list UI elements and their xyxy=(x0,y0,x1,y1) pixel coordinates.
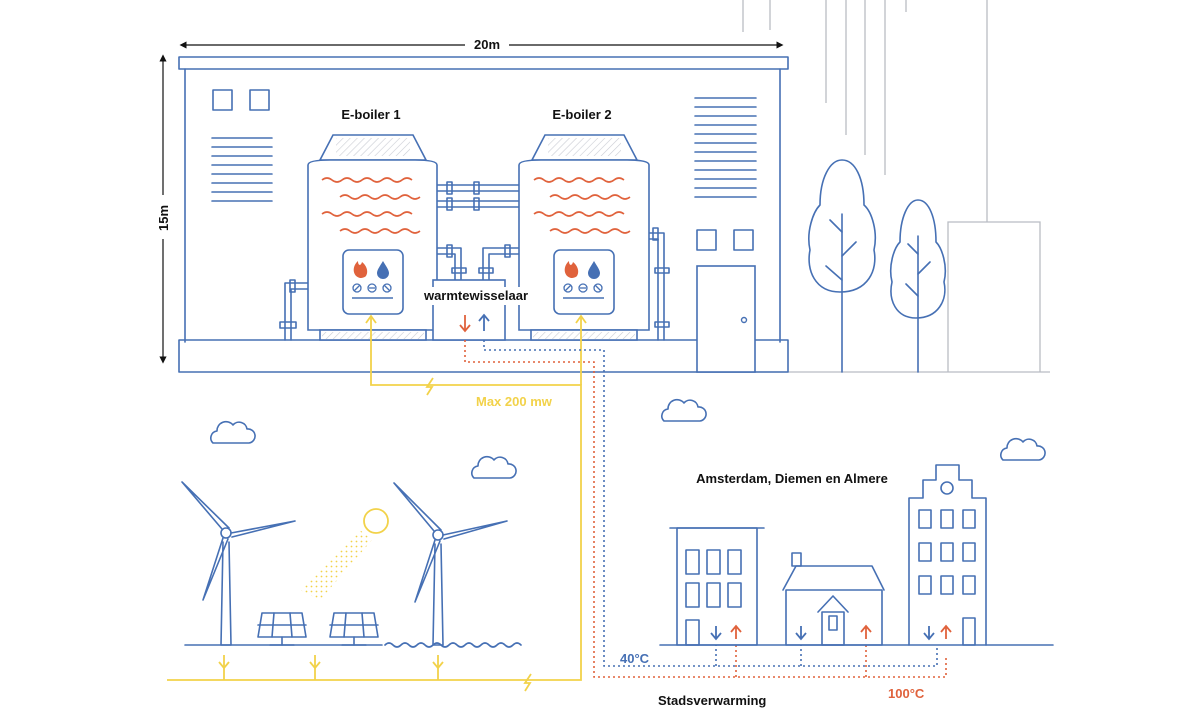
tree-icon xyxy=(889,199,947,373)
cloud-icon xyxy=(471,455,517,479)
house-left xyxy=(669,527,765,646)
cloud-icon xyxy=(1000,437,1046,461)
pipes xyxy=(279,181,670,341)
cold-temp-label: 40°C xyxy=(620,651,650,666)
arrow-up-icon xyxy=(478,313,490,331)
heat-exchanger-label: warmtewisselaar xyxy=(423,288,528,303)
arrow-down-icon xyxy=(459,315,471,333)
plant-building xyxy=(178,56,789,373)
heating-network: 40°C 100°C Stadsverwarming xyxy=(464,340,947,708)
heat-exchanger: warmtewisselaar xyxy=(419,279,533,341)
hot-temp-label: 100°C xyxy=(888,686,925,701)
boiler-1-control-panel xyxy=(342,249,404,315)
water-drop-icon xyxy=(377,261,389,279)
boiler-2-control-panel xyxy=(553,249,615,315)
house-middle xyxy=(782,552,885,646)
width-label: 20m xyxy=(474,37,500,52)
wind-turbine-icon xyxy=(181,481,296,646)
cloud-icon xyxy=(210,420,256,444)
e-boiler-2: E-boiler 2 xyxy=(518,107,650,341)
height-label: 15m xyxy=(156,205,171,231)
house-right xyxy=(908,464,987,646)
e-boiler-1: E-boiler 1 xyxy=(307,107,438,341)
network-label: Stadsverwarming xyxy=(658,693,766,708)
boiler-1-label: E-boiler 1 xyxy=(341,107,400,122)
power-label: Max 200 mw xyxy=(476,394,553,409)
height-dimension: 15m xyxy=(155,54,171,364)
door xyxy=(696,265,756,373)
flame-icon xyxy=(564,261,579,278)
solar-panel-icon xyxy=(329,612,379,646)
lightning-icon xyxy=(425,377,434,396)
power-lines: Max 200 mw xyxy=(167,314,587,692)
ground-line xyxy=(184,642,1054,648)
lightning-icon xyxy=(523,673,532,692)
width-dimension: 20m xyxy=(179,36,784,52)
tree-icon xyxy=(808,159,877,373)
city-label: Amsterdam, Diemen en Almere xyxy=(696,471,888,486)
wind-turbine-icon xyxy=(393,482,508,646)
cloud-icon xyxy=(661,398,707,422)
boiler-2-label: E-boiler 2 xyxy=(552,107,611,122)
flame-icon xyxy=(353,261,368,278)
solar-panel-icon xyxy=(257,612,307,646)
water-drop-icon xyxy=(588,261,600,279)
sun-icon xyxy=(300,508,389,600)
